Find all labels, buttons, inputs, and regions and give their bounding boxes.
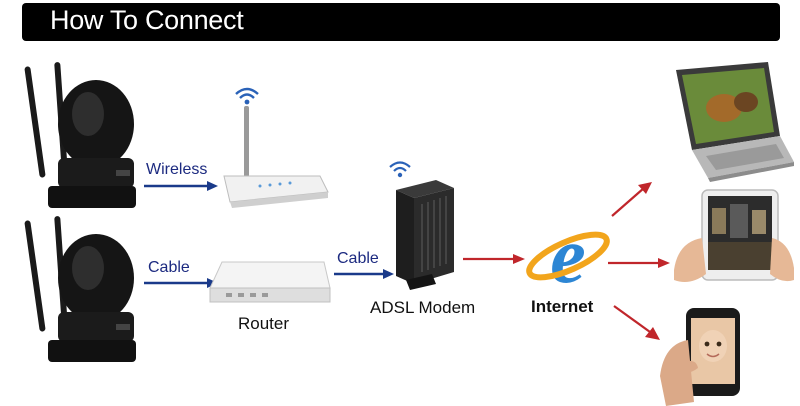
cable-link-label-2: Cable xyxy=(337,250,379,267)
wifi-signal-icon xyxy=(389,161,411,178)
laptop-icon xyxy=(676,62,794,182)
internet-explorer-icon: e xyxy=(526,212,610,298)
ip-camera-icon xyxy=(24,62,136,208)
wifi-signal-icon xyxy=(235,87,259,105)
modem-label: ADSL Modem xyxy=(370,298,476,317)
tablet-icon xyxy=(674,189,794,282)
cable-link-label-1: Cable xyxy=(148,259,190,276)
internet-to-phone-arrow xyxy=(613,305,660,340)
svg-text:e: e xyxy=(550,212,586,298)
adsl-modem-icon xyxy=(396,180,454,290)
page-title: How To Connect xyxy=(50,5,244,35)
cable-arrow-2 xyxy=(334,269,394,279)
ip-camera-icon xyxy=(24,216,136,362)
header-bar: How To Connect xyxy=(22,3,780,41)
wireless-link-label: Wireless xyxy=(146,161,208,178)
router-label: Router xyxy=(238,314,290,333)
internet-to-laptop-arrow xyxy=(611,182,652,217)
network-switch-icon xyxy=(209,261,331,303)
internet-label: Internet xyxy=(531,297,594,316)
smartphone-icon xyxy=(660,308,740,406)
modem-to-internet-arrow xyxy=(463,254,525,264)
internet-to-tablet-arrow xyxy=(608,258,670,268)
wireless-arrow xyxy=(144,181,218,191)
wireless-router-icon xyxy=(223,106,329,208)
